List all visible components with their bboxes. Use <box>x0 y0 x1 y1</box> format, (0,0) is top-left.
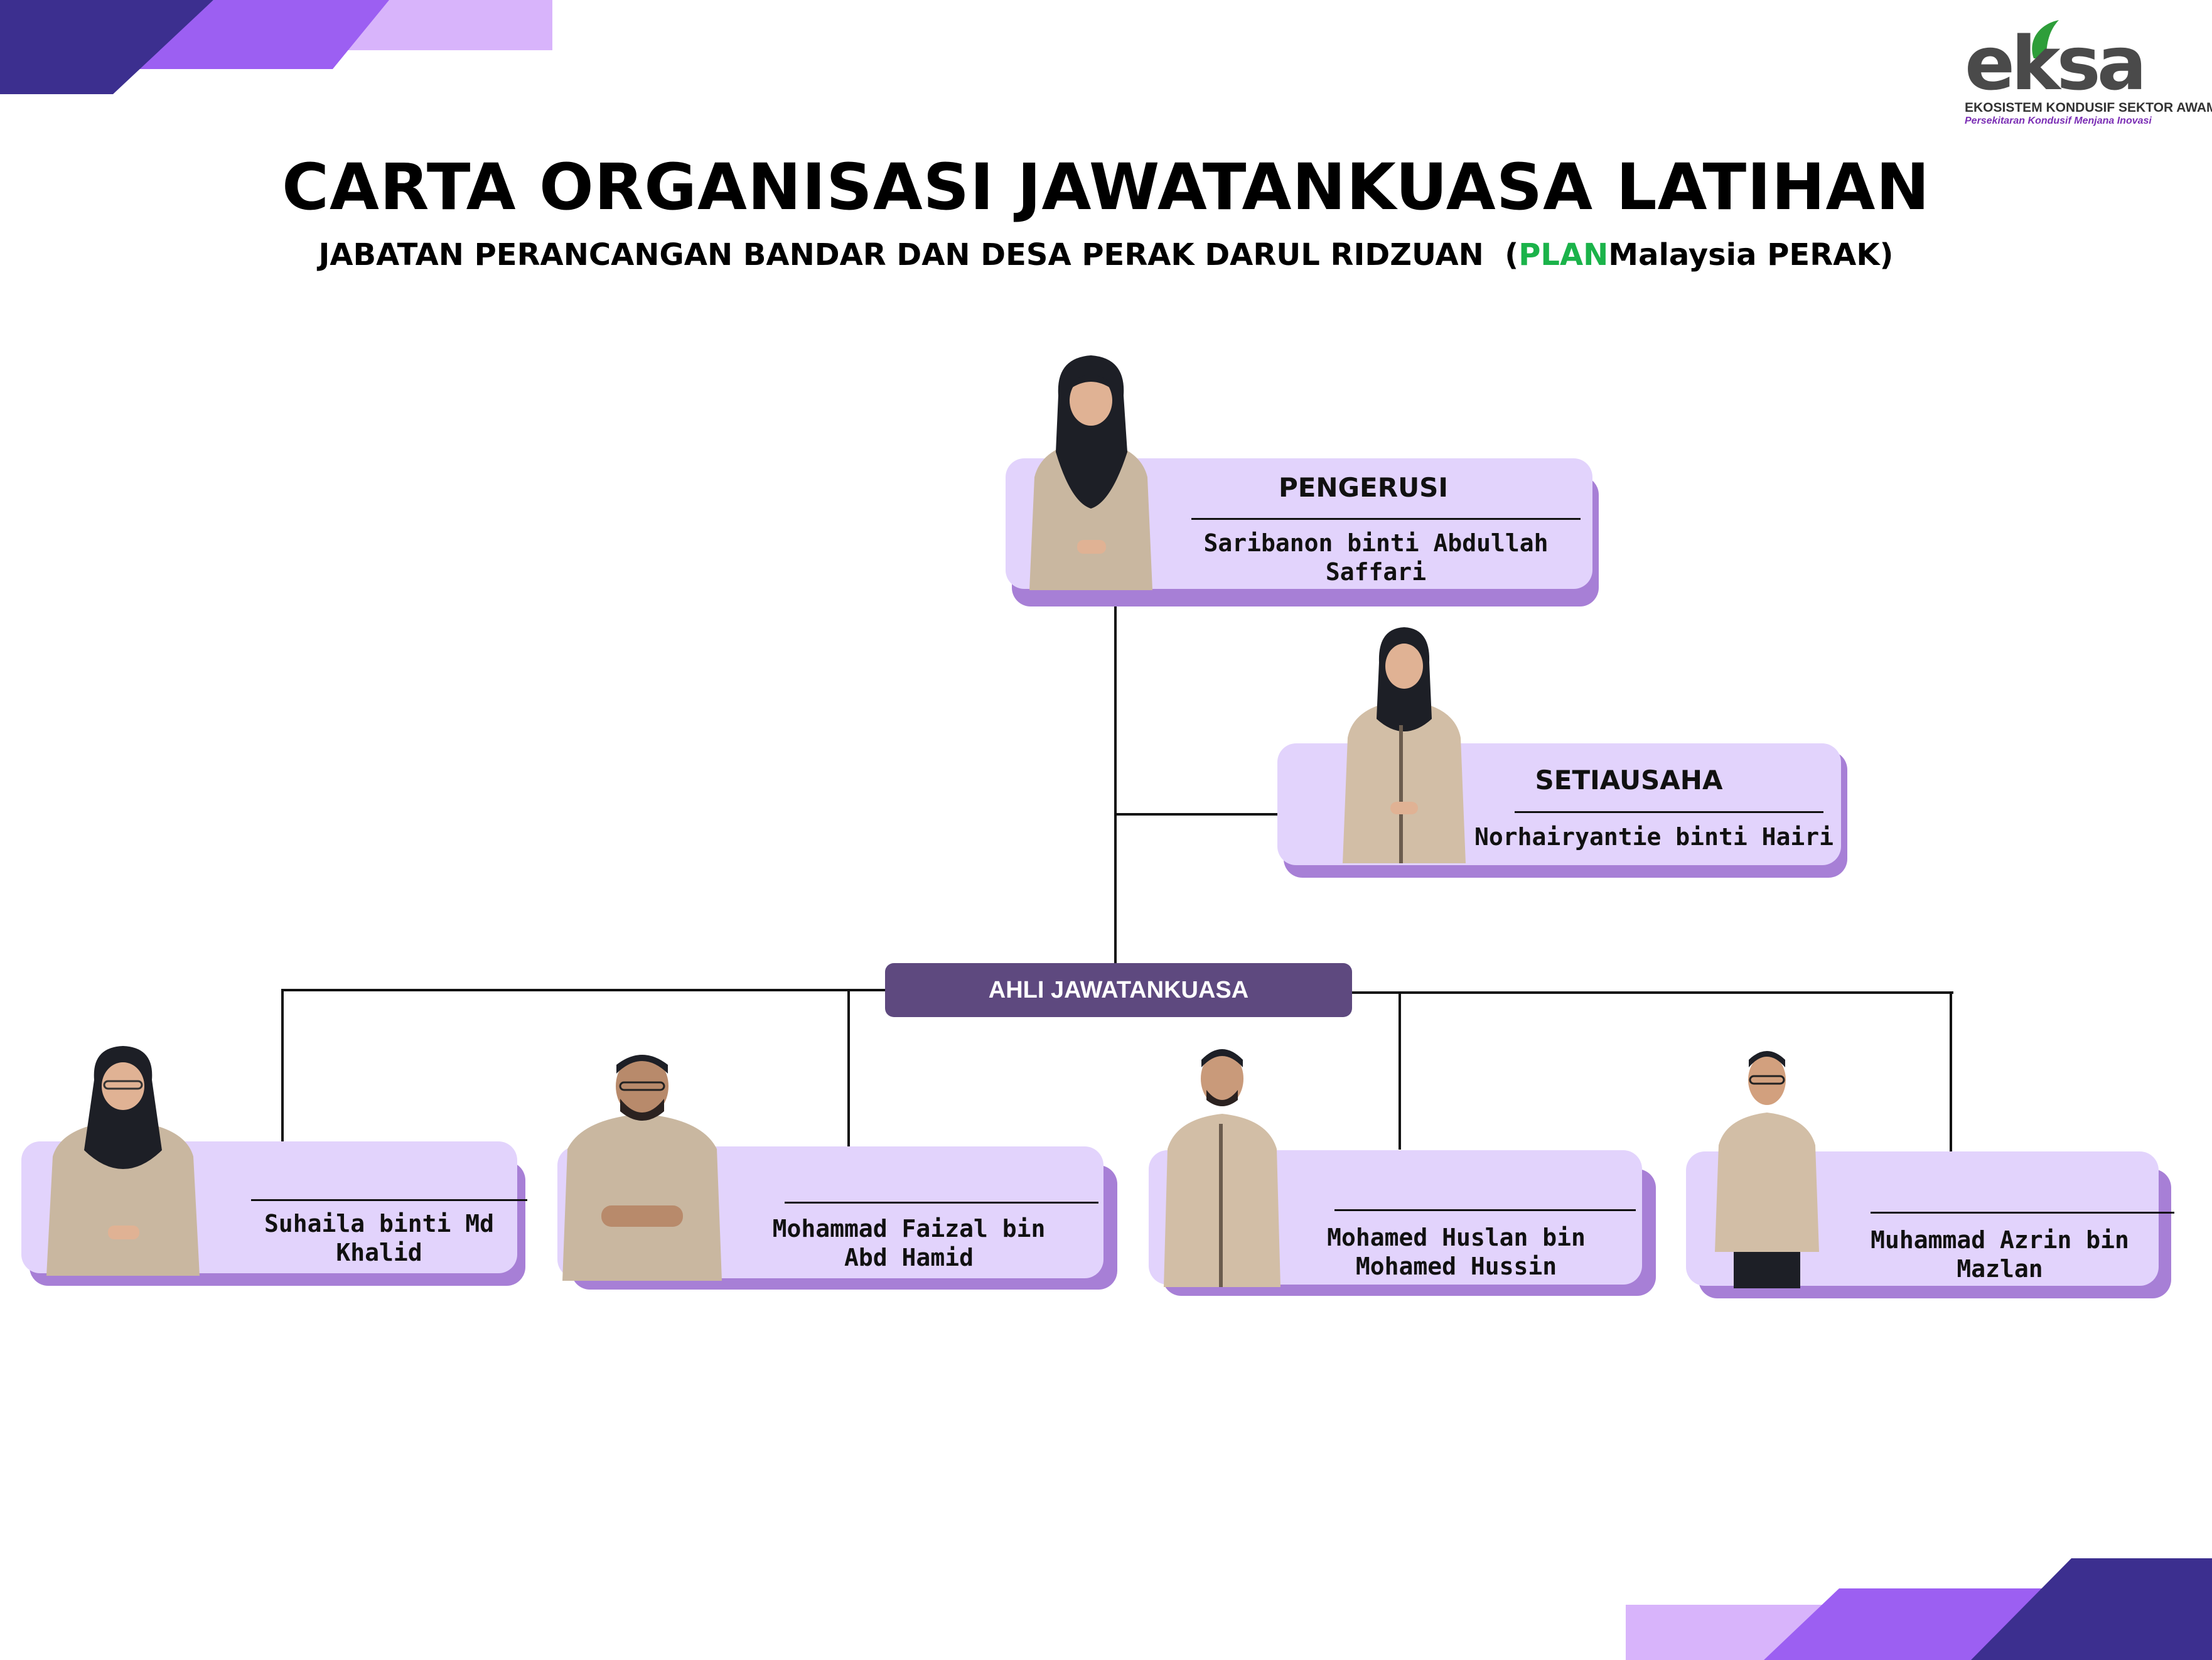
corner-decoration-top-left <box>0 0 552 94</box>
chairman-role: PENGERUSI <box>1278 472 1449 503</box>
connector-trunk <box>1114 603 1117 966</box>
member-3-divider <box>1334 1209 1636 1211</box>
connector-secretary <box>1114 813 1279 816</box>
chairman-name: Saribanon binti Abdullah Saffari <box>1203 529 1549 586</box>
page-subtitle: JABATAN PERANCANGAN BANDAR DAN DESA PERA… <box>0 240 2212 270</box>
connector-member-4 <box>1950 991 1952 1153</box>
member-3-photo <box>1164 1049 1280 1287</box>
connector-left-branch <box>281 989 886 991</box>
member-2-divider <box>785 1202 1098 1204</box>
logo-tagline: EKOSISTEM KONDUSIF SEKTOR AWAM <box>1965 100 2212 115</box>
eksa-logo: eksa EKOSISTEM KONDUSIF SEKTOR AWAM Pers… <box>1958 18 2212 131</box>
chairman-photo <box>1029 355 1152 590</box>
subtitle-paren: ( <box>1505 237 1519 272</box>
chairman-divider <box>1191 518 1581 520</box>
member-1-name: Suhaila binti Md Khalid <box>264 1210 495 1266</box>
leaf-icon <box>2032 20 2059 58</box>
connector-member-2 <box>847 989 850 1147</box>
member-4-divider <box>1871 1212 2174 1214</box>
subtitle-plan: PLAN <box>1518 237 1609 272</box>
member-2-name: Mohammad Faizal bin Abd Hamid <box>772 1215 1046 1271</box>
subtitle-malaysia: Malaysia PERAK) <box>1608 237 1894 272</box>
member-2-photo <box>562 1055 722 1281</box>
committee-label-text: AHLI JAWATANKUASA <box>988 977 1249 1003</box>
member-4-name: Muhammad Azrin bin Mazlan <box>1871 1226 2129 1283</box>
subtitle-department: JABATAN PERANCANGAN BANDAR DAN DESA PERA… <box>318 237 1484 272</box>
logo-wordmark: eksa <box>1965 20 2147 107</box>
member-1-photo <box>46 1046 200 1276</box>
connector-member-3 <box>1399 991 1401 1150</box>
member-3-name: Mohamed Huslan bin Mohamed Hussin <box>1327 1224 1586 1280</box>
corner-decoration-bottom-right <box>1626 1558 2212 1660</box>
connector-right-branch <box>1351 991 1953 994</box>
logo-slogan: Persekitaran Kondusif Menjana Inovasi <box>1965 116 2152 126</box>
committee-label: AHLI JAWATANKUASA <box>885 963 1352 1017</box>
secretary-divider <box>1515 811 1823 813</box>
connector-member-1 <box>281 989 284 1158</box>
member-4-photo <box>1715 1051 1819 1288</box>
secretary-name: Norhairyantie binti Hairi <box>1474 823 1833 851</box>
secretary-role: SETIAUSAHA <box>1535 765 1723 795</box>
member-1-divider <box>251 1199 527 1201</box>
page-title: CARTA ORGANISASI JAWATANKUASA LATIHAN <box>282 150 1930 225</box>
secretary-photo <box>1343 627 1466 863</box>
